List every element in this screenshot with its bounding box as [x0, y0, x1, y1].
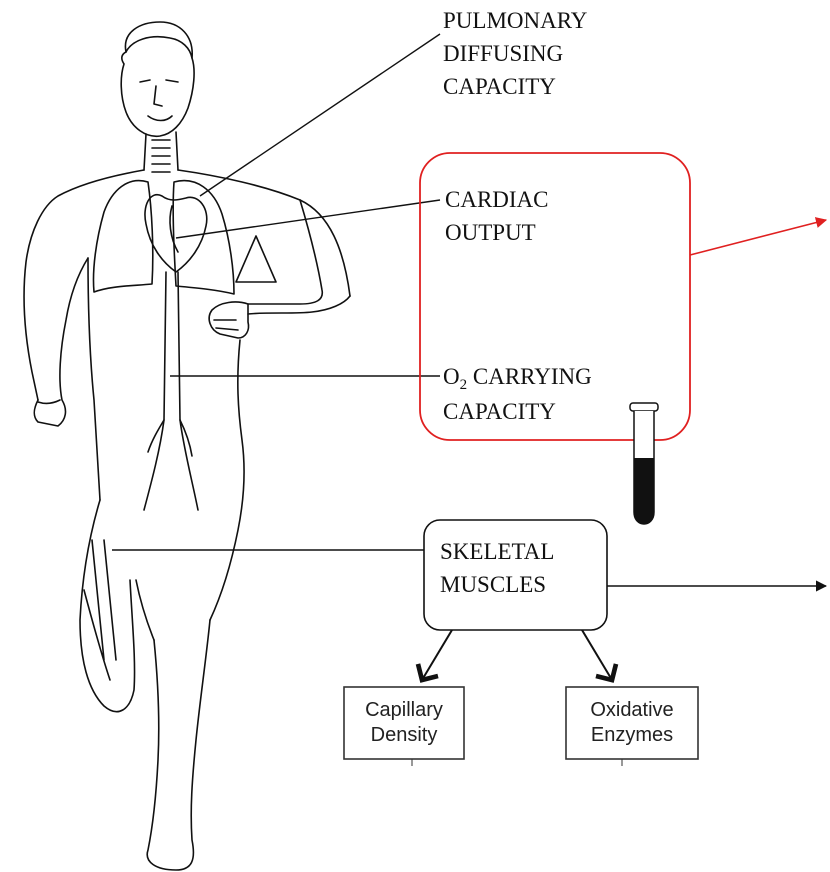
cardiac-line-2: OUTPUT [445, 216, 549, 249]
o2-suffix: CARRYING [467, 364, 592, 389]
skeletal-line-2: MUSCLES [440, 568, 554, 601]
connector-lines [112, 34, 440, 550]
skeletal-muscles-label: SKELETAL MUSCLES [440, 535, 554, 601]
branch-arrow-left [422, 630, 452, 680]
cardiac-connector [176, 200, 440, 238]
o2-carrying-capacity-label: O2 CARRYING CAPACITY [443, 360, 592, 428]
oxidative-enzymes-label: Oxidative Enzymes [566, 698, 698, 748]
o2-line-2: CAPACITY [443, 395, 592, 428]
cardiac-output-label: CARDIAC OUTPUT [445, 183, 549, 249]
cardiac-line-1: CARDIAC [445, 183, 549, 216]
highlight-arrow [690, 220, 826, 255]
oxidative-line-2: Enzymes [566, 723, 698, 748]
o2-line-1: O2 CARRYING [443, 360, 592, 393]
test-tube-icon [630, 403, 658, 524]
skeletal-line-1: SKELETAL [440, 535, 554, 568]
capillary-line-1: Capillary [344, 698, 464, 723]
oxidative-line-1: Oxidative [566, 698, 698, 723]
branch-arrow-right [582, 630, 612, 680]
o2-subscript: 2 [460, 377, 468, 393]
pulmonary-line-2: DIFFUSING [443, 37, 587, 70]
capillary-line-2: Density [344, 723, 464, 748]
pulmonary-line-3: CAPACITY [443, 70, 587, 103]
runner-figure [24, 22, 350, 870]
pulmonary-diffusing-capacity-label: PULMONARY DIFFUSING CAPACITY [443, 4, 587, 103]
pulmonary-line-1: PULMONARY [443, 4, 587, 37]
pulmonary-connector [200, 34, 440, 196]
o2-prefix: O [443, 364, 460, 389]
capillary-density-label: Capillary Density [344, 698, 464, 748]
